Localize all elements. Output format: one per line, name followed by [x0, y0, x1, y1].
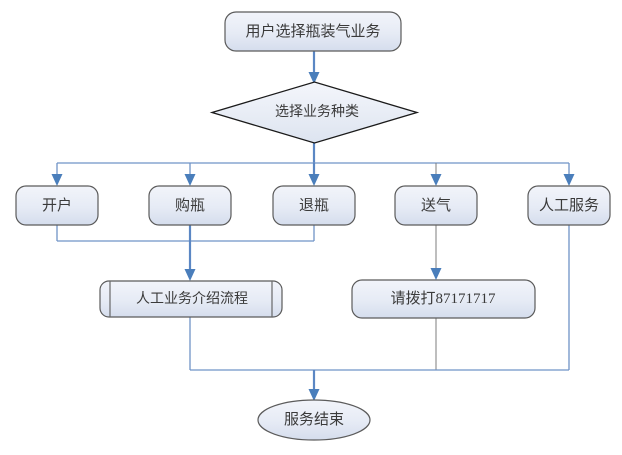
node-end-shape[interactable]: [257, 399, 371, 441]
node-buy-bottle-label: 购瓶: [175, 197, 205, 214]
node-manual-service-shape[interactable]: [527, 185, 611, 226]
node-manual-service[interactable]: 人工服务: [527, 185, 611, 226]
connector-decision-to-manual-service: [563, 163, 575, 186]
connector-decision-fanout: [57, 143, 569, 164]
node-decision-shape[interactable]: [209, 81, 420, 144]
node-deliver-gas-label: 送气: [421, 197, 451, 214]
node-open-account-shape[interactable]: [15, 185, 99, 226]
node-call-number-label-text: 请拨打: [390, 290, 435, 307]
node-open-account[interactable]: 开户: [15, 185, 99, 226]
node-end[interactable]: 服务结束: [257, 399, 371, 441]
node-start-label: 用户选择瓶装气业务: [245, 23, 380, 40]
node-decision-label: 选择业务种类: [275, 104, 359, 120]
node-call-number-phone: 87171717: [436, 291, 497, 307]
node-decision[interactable]: 选择业务种类: [209, 81, 420, 144]
node-deliver-gas-shape[interactable]: [394, 185, 478, 226]
connector-decision-to-open-account: [51, 163, 63, 186]
node-open-account-label: 开户: [42, 197, 72, 214]
node-call-number-label: 请拨打87171717: [390, 290, 496, 307]
node-end-label: 服务结束: [284, 411, 344, 428]
node-start-shape[interactable]: [224, 11, 402, 52]
node-layer: 用户选择瓶装气业务 选择业务种类 开户 购瓶 退瓶: [15, 11, 611, 441]
connector-start-to-decision: [308, 51, 320, 84]
node-deliver-gas[interactable]: 送气: [394, 185, 478, 226]
node-manual-process-label: 人工业务介绍流程: [136, 291, 248, 307]
connector-decision-to-deliver-gas: [430, 163, 442, 186]
node-return-bottle[interactable]: 退瓶: [272, 185, 356, 226]
connector-decision-to-buy-bottle: [184, 163, 196, 186]
node-start[interactable]: 用户选择瓶装气业务: [224, 11, 402, 52]
connector-buy-bottle-to-manual-process: [184, 225, 196, 281]
node-return-bottle-label: 退瓶: [299, 197, 329, 214]
node-buy-bottle[interactable]: 购瓶: [148, 185, 232, 226]
node-manual-process[interactable]: 人工业务介绍流程: [99, 280, 283, 318]
connector-bottom-bar-to-end: [190, 369, 569, 401]
connector-decision-to-return-bottle: [308, 163, 320, 186]
connector-deliver-gas-to-call-number: [430, 225, 442, 280]
node-return-bottle-shape[interactable]: [272, 185, 356, 226]
node-manual-service-label: 人工服务: [539, 197, 599, 214]
connector-layer: [51, 51, 575, 401]
node-manual-process-shape[interactable]: [99, 280, 283, 318]
node-call-number-shape[interactable]: [351, 279, 536, 319]
node-call-number[interactable]: 请拨打87171717: [351, 279, 536, 319]
node-buy-bottle-shape[interactable]: [148, 185, 232, 226]
